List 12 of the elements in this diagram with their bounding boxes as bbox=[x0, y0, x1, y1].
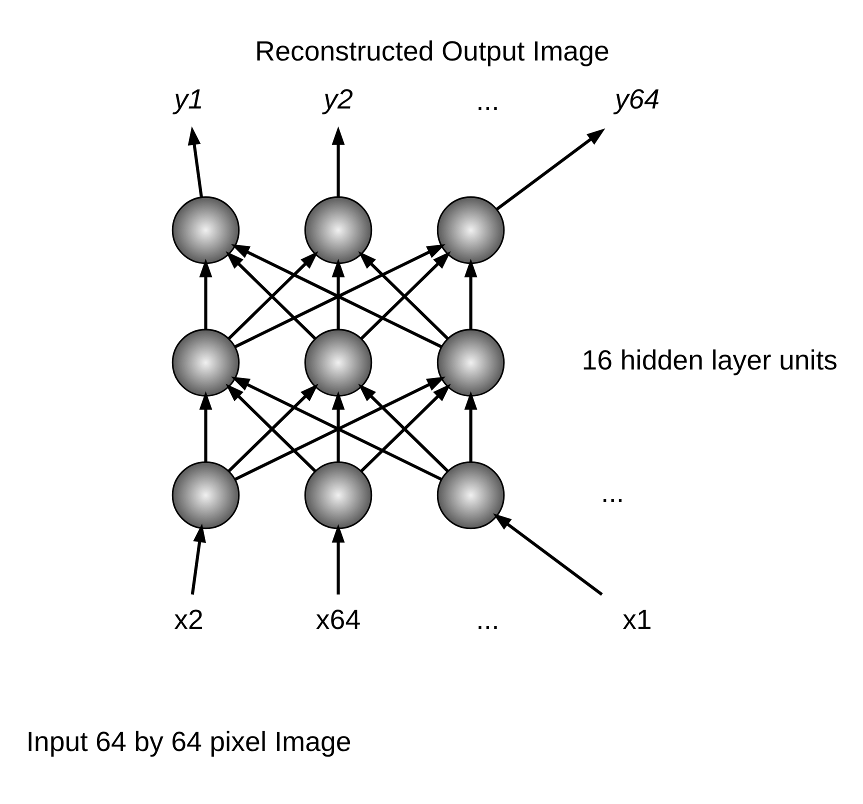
node-text: x2 bbox=[174, 604, 204, 636]
node-text: y1 bbox=[174, 83, 204, 114]
node-text: y2 bbox=[324, 83, 353, 114]
label: 16 hidden layer units bbox=[582, 344, 838, 376]
caption: Input 64 by 64 pixel Image bbox=[26, 726, 352, 757]
node-text: x1 bbox=[622, 604, 652, 636]
node-text: x64 bbox=[316, 604, 361, 636]
label: ... bbox=[476, 604, 500, 636]
diagram-title: Reconstructed Output Image bbox=[255, 36, 610, 67]
label: ... bbox=[601, 477, 624, 508]
label: ... bbox=[476, 84, 500, 116]
node-text: y64 bbox=[614, 83, 660, 114]
